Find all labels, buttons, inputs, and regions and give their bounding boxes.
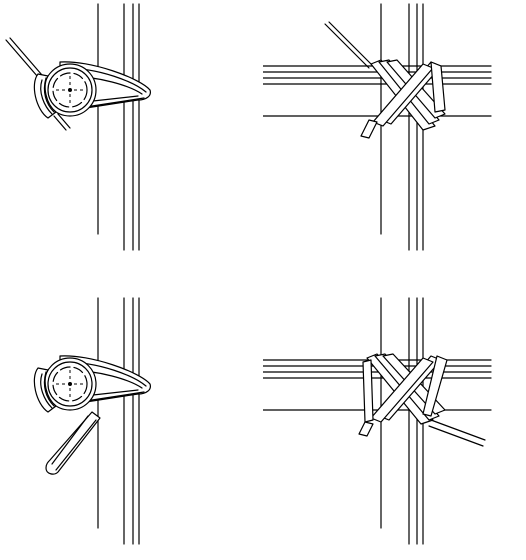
- panel-step-2: [263, 0, 526, 280]
- horizontal-spar: [263, 65, 492, 117]
- panel-step-3: [0, 280, 263, 560]
- spar-cross-section: [43, 63, 97, 117]
- rope-standing-end: [324, 21, 374, 69]
- vertical-spar: [97, 297, 140, 545]
- frapping-wraps: [358, 353, 448, 437]
- vertical-spar: [380, 297, 424, 545]
- panel-step-4: [263, 280, 526, 560]
- vertical-spar: [97, 3, 140, 251]
- rope-turns-left: [33, 367, 57, 413]
- rope-running-end: [428, 419, 486, 447]
- vertical-spar: [380, 3, 424, 251]
- rope-running-end: [53, 113, 71, 131]
- rope-turns-left: [33, 73, 57, 119]
- panel-step-1: [0, 0, 263, 280]
- rope-hanging-loop: [45, 411, 101, 475]
- diagonal-wraps: [360, 59, 446, 139]
